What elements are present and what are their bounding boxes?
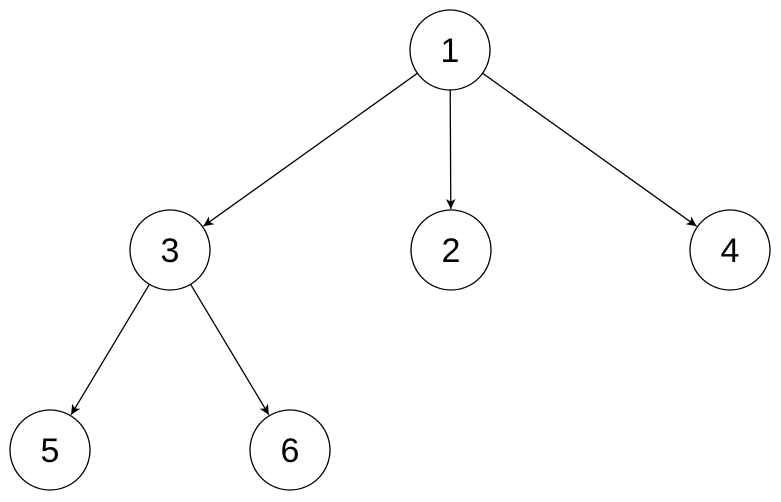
edge-1-4 xyxy=(482,72,697,227)
node-circle-6 xyxy=(249,409,331,491)
tree-node-3: 3 xyxy=(129,209,211,291)
tree-node-5: 5 xyxy=(9,409,91,491)
node-circle-3 xyxy=(129,209,211,291)
node-label-5: 5 xyxy=(41,432,60,470)
node-circle-1 xyxy=(409,9,491,91)
node-label-4: 4 xyxy=(721,232,740,270)
tree-node-4: 4 xyxy=(689,209,771,291)
node-circle-5 xyxy=(9,409,91,491)
node-label-2: 2 xyxy=(442,232,461,270)
node-circle-4 xyxy=(689,209,771,291)
edge-3-6 xyxy=(190,283,270,416)
tree-node-6: 6 xyxy=(249,409,331,491)
tree-node-2: 2 xyxy=(410,209,492,291)
node-label-3: 3 xyxy=(161,232,180,270)
edge-3-5 xyxy=(70,283,150,416)
edge-1-2 xyxy=(445,89,456,210)
node-label-6: 6 xyxy=(281,432,300,470)
node-label-1: 1 xyxy=(441,32,460,70)
edge-1-3 xyxy=(203,72,418,227)
tree-node-1: 1 xyxy=(409,9,491,91)
node-circle-2 xyxy=(410,209,492,291)
